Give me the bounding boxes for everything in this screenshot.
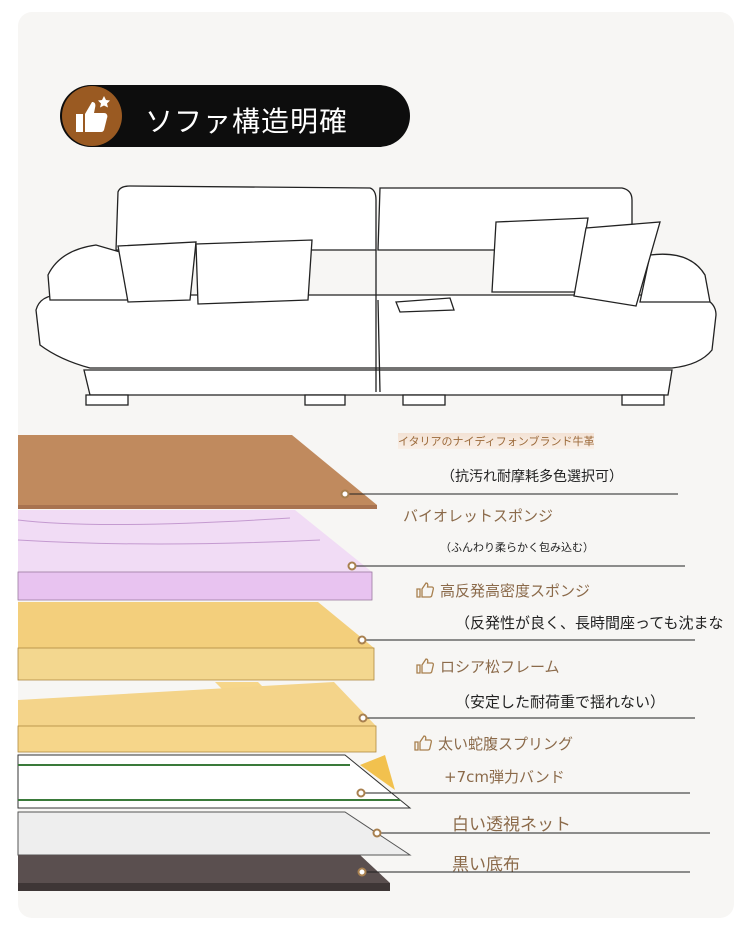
layer-4-title: ロシア松フレーム <box>440 658 560 676</box>
layer-2-title: バイオレットスポンジ <box>403 507 554 525</box>
layer-spring <box>17 754 412 809</box>
thumbs-up-icon <box>414 735 432 751</box>
layer-violet-sponge <box>17 510 373 601</box>
leader-dots <box>340 489 382 877</box>
layer-1-note: （抗汚れ耐摩耗多色選択可） <box>441 469 623 485</box>
layer-base-cloth <box>18 855 390 891</box>
thumbs-up-icon <box>416 658 434 674</box>
layer-leather <box>18 435 377 509</box>
layer-2-note: （ふんわり柔らかく包み込む） <box>440 541 594 554</box>
layer-3-title: 高反発高密度スポンジ <box>440 582 591 600</box>
layer-3-label: 高反発高密度スポンジ <box>416 580 590 601</box>
layer-5-title: 太い蛇腹スプリング <box>438 735 574 753</box>
thumbs-up-star-icon <box>62 86 122 146</box>
page-title: ソファ構造明確 <box>145 105 349 138</box>
sofa-drawing <box>35 185 717 406</box>
layer-5-note: +7cm弾力バンド <box>444 768 565 786</box>
layer-net <box>17 811 412 856</box>
layer-high-density-sponge <box>17 602 375 681</box>
leader-lines <box>345 493 710 873</box>
layer-5-label: 太い蛇腹スプリング <box>414 733 573 754</box>
layer-1-title: イタリアのナイディフォンブランド牛革 <box>398 433 595 449</box>
layer-6-title: 白い透視ネット <box>452 815 571 835</box>
layer-4-label: ロシア松フレーム <box>416 656 560 677</box>
layer-pine-frame <box>17 682 377 753</box>
layer-7-title: 黒い底布 <box>452 855 520 875</box>
thumbs-up-icon <box>416 582 434 598</box>
layer-3-note: （反発性が良く、長時間座っても沈まな <box>455 614 724 632</box>
layer-4-note: （安定した耐荷重で揺れない） <box>455 693 666 711</box>
